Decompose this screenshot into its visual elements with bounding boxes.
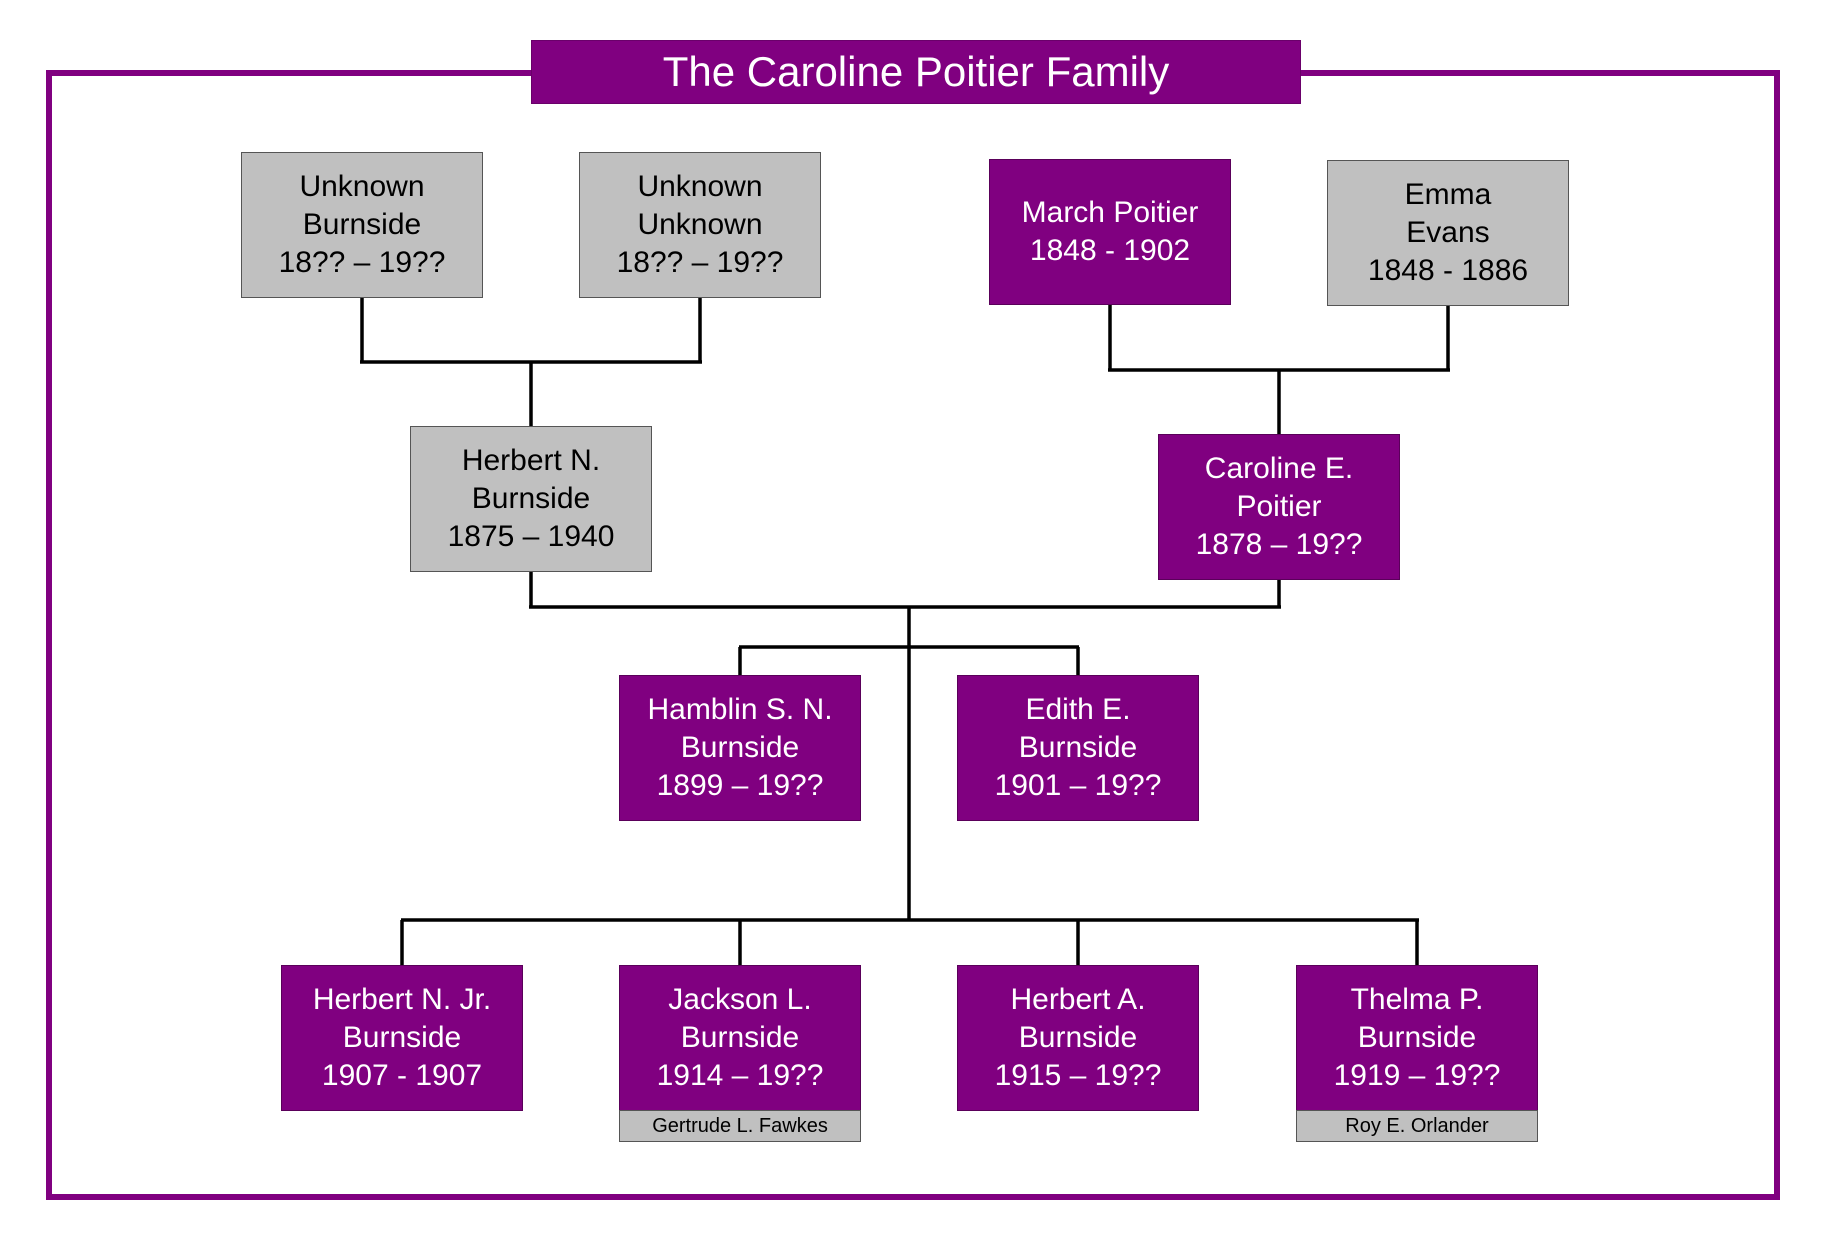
person-name-line2: Burnside	[471, 482, 591, 515]
person-name-line1: Herbert A.	[1010, 983, 1146, 1016]
chart-title: The Caroline Poitier Family	[531, 40, 1301, 104]
person-box-maternal-grandmother: Emma Evans 1848 - 1886	[1327, 160, 1569, 306]
person-dates: 1875 – 1940	[447, 520, 615, 553]
person-dates: 1848 - 1886	[1367, 254, 1529, 287]
person-name-line1: Caroline E.	[1204, 452, 1354, 485]
person-name-line2: Burnside	[1018, 731, 1138, 764]
person-box-child-edith: Edith E. Burnside 1901 – 19??	[957, 675, 1199, 821]
person-box-child-herbert-a: Herbert A. Burnside 1915 – 19??	[957, 965, 1199, 1111]
person-name-line1: Unknown	[637, 170, 763, 203]
person-dates: 1878 – 19??	[1195, 528, 1363, 561]
person-dates: 1907 - 1907	[321, 1059, 483, 1092]
person-name-line2: Burnside	[1357, 1021, 1477, 1054]
person-box-child-herbert-jr: Herbert N. Jr. Burnside 1907 - 1907	[281, 965, 523, 1111]
person-name-line1: March Poitier	[1021, 196, 1199, 229]
person-name-line1: Emma	[1404, 178, 1492, 211]
person-box-child-hamblin: Hamblin S. N. Burnside 1899 – 19??	[619, 675, 861, 821]
person-dates: 18?? – 19??	[616, 246, 784, 279]
person-name-line1: Herbert N. Jr.	[312, 983, 492, 1016]
person-name-line2: Poitier	[1236, 490, 1322, 523]
person-name-line1: Edith E.	[1025, 693, 1131, 726]
person-name-line1: Herbert N.	[461, 444, 601, 477]
person-dates: 1901 – 19??	[994, 769, 1162, 802]
person-box-child-jackson: Jackson L. Burnside 1914 – 19??	[619, 965, 861, 1111]
person-dates: 1919 – 19??	[1333, 1059, 1501, 1092]
person-name-line1: Unknown	[299, 170, 425, 203]
person-name-line2: Unknown	[637, 208, 763, 241]
person-name-line1: Jackson L.	[668, 983, 812, 1016]
person-box-child-thelma: Thelma P. Burnside 1919 – 19??	[1296, 965, 1538, 1111]
person-dates: 18?? – 19??	[278, 246, 446, 279]
person-box-father: Herbert N. Burnside 1875 – 1940	[410, 426, 652, 572]
person-dates: 1899 – 19??	[656, 769, 824, 802]
person-name-line2: Burnside	[1018, 1021, 1138, 1054]
person-name-line2: Evans	[1406, 216, 1490, 249]
person-box-paternal-grandfather: Unknown Burnside 18?? – 19??	[241, 152, 483, 298]
person-dates: 1848 - 1902	[1029, 234, 1191, 267]
person-name-line1: Hamblin S. N.	[647, 693, 833, 726]
spouse-label-thelma: Roy E. Orlander	[1296, 1110, 1538, 1142]
person-dates: 1914 – 19??	[656, 1059, 824, 1092]
person-box-mother: Caroline E. Poitier 1878 – 19??	[1158, 434, 1400, 580]
person-dates: 1915 – 19??	[994, 1059, 1162, 1092]
person-name-line1: Thelma P.	[1350, 983, 1484, 1016]
person-box-maternal-grandfather: March Poitier 1848 - 1902	[989, 159, 1231, 305]
person-name-line2: Burnside	[680, 731, 800, 764]
person-box-paternal-grandmother: Unknown Unknown 18?? – 19??	[579, 152, 821, 298]
person-name-line2: Burnside	[342, 1021, 462, 1054]
person-name-line2: Burnside	[302, 208, 422, 241]
spouse-label-jackson: Gertrude L. Fawkes	[619, 1110, 861, 1142]
person-name-line2: Burnside	[680, 1021, 800, 1054]
